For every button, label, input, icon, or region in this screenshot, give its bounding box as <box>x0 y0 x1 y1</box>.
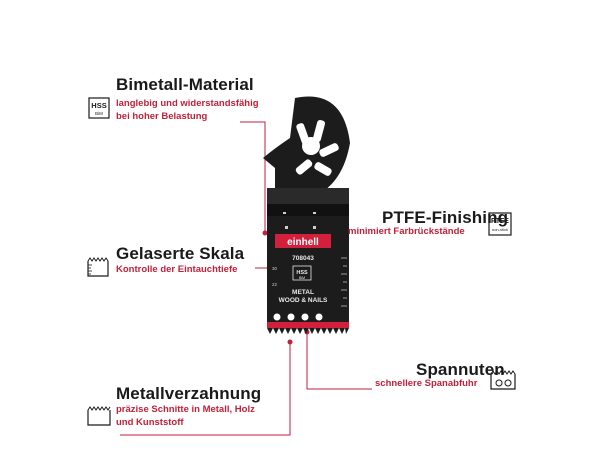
bimetall-desc-2: bei hoher Belastung <box>116 111 208 122</box>
svg-text:30: 30 <box>272 266 278 271</box>
leader-spannuten <box>306 332 372 390</box>
svg-text:HSS: HSS <box>296 270 308 276</box>
blade-teeth <box>267 328 349 334</box>
flute-holes <box>273 313 323 321</box>
skala-title: Gelaserte Skala <box>116 244 245 263</box>
skala-desc: Kontrolle der Eintauchtiefe <box>116 264 238 275</box>
ptfe-title: PTFE-Finishing <box>382 208 509 227</box>
chip-flute-icon <box>490 370 516 392</box>
spannuten-desc: schnellere Spanabfuhr <box>375 378 478 389</box>
leader-verzahnung <box>120 342 291 436</box>
hss-bim-icon: HSS BiM <box>88 97 110 119</box>
bimetall-desc-1: langlebig und widerstandsfähig <box>116 98 259 109</box>
saw-blade: einhell 708043 HSS BiM METAL WOOD & NAIL… <box>263 96 350 334</box>
teeth-icon <box>87 405 111 427</box>
verzahnung-desc-1: präzise Schnitte in Metall, Holz <box>116 404 255 415</box>
leader-bimetall <box>240 121 266 233</box>
model-number: 708043 <box>292 255 314 262</box>
svg-text:PTFE: PTFE <box>491 218 509 225</box>
svg-text:non-stick: non-stick <box>492 227 508 232</box>
verzahnung-title: Metallverzahnung <box>116 384 262 403</box>
ptfe-icon: PTFE non-stick <box>488 212 512 236</box>
material-line2: WOOD & NAILS <box>279 297 328 304</box>
verzahnung-desc-2: und Kunststoff <box>116 417 184 428</box>
bimetall-title: Bimetall-Material <box>116 75 254 94</box>
blade-body <box>267 212 349 334</box>
ptfe-desc: minimiert Farbrückstände <box>348 226 465 237</box>
spannuten-title: Spannuten <box>416 360 505 379</box>
svg-text:22: 22 <box>272 282 278 287</box>
material-line1: METAL <box>292 289 314 296</box>
hss-badge <box>292 265 312 281</box>
svg-text:BiM: BiM <box>95 111 103 116</box>
svg-text:HSS: HSS <box>91 101 106 110</box>
svg-text:BiM: BiM <box>299 276 305 280</box>
scale-icon <box>87 255 109 277</box>
brand-logo-bg <box>275 234 331 248</box>
brand-logo: einhell <box>287 237 319 248</box>
